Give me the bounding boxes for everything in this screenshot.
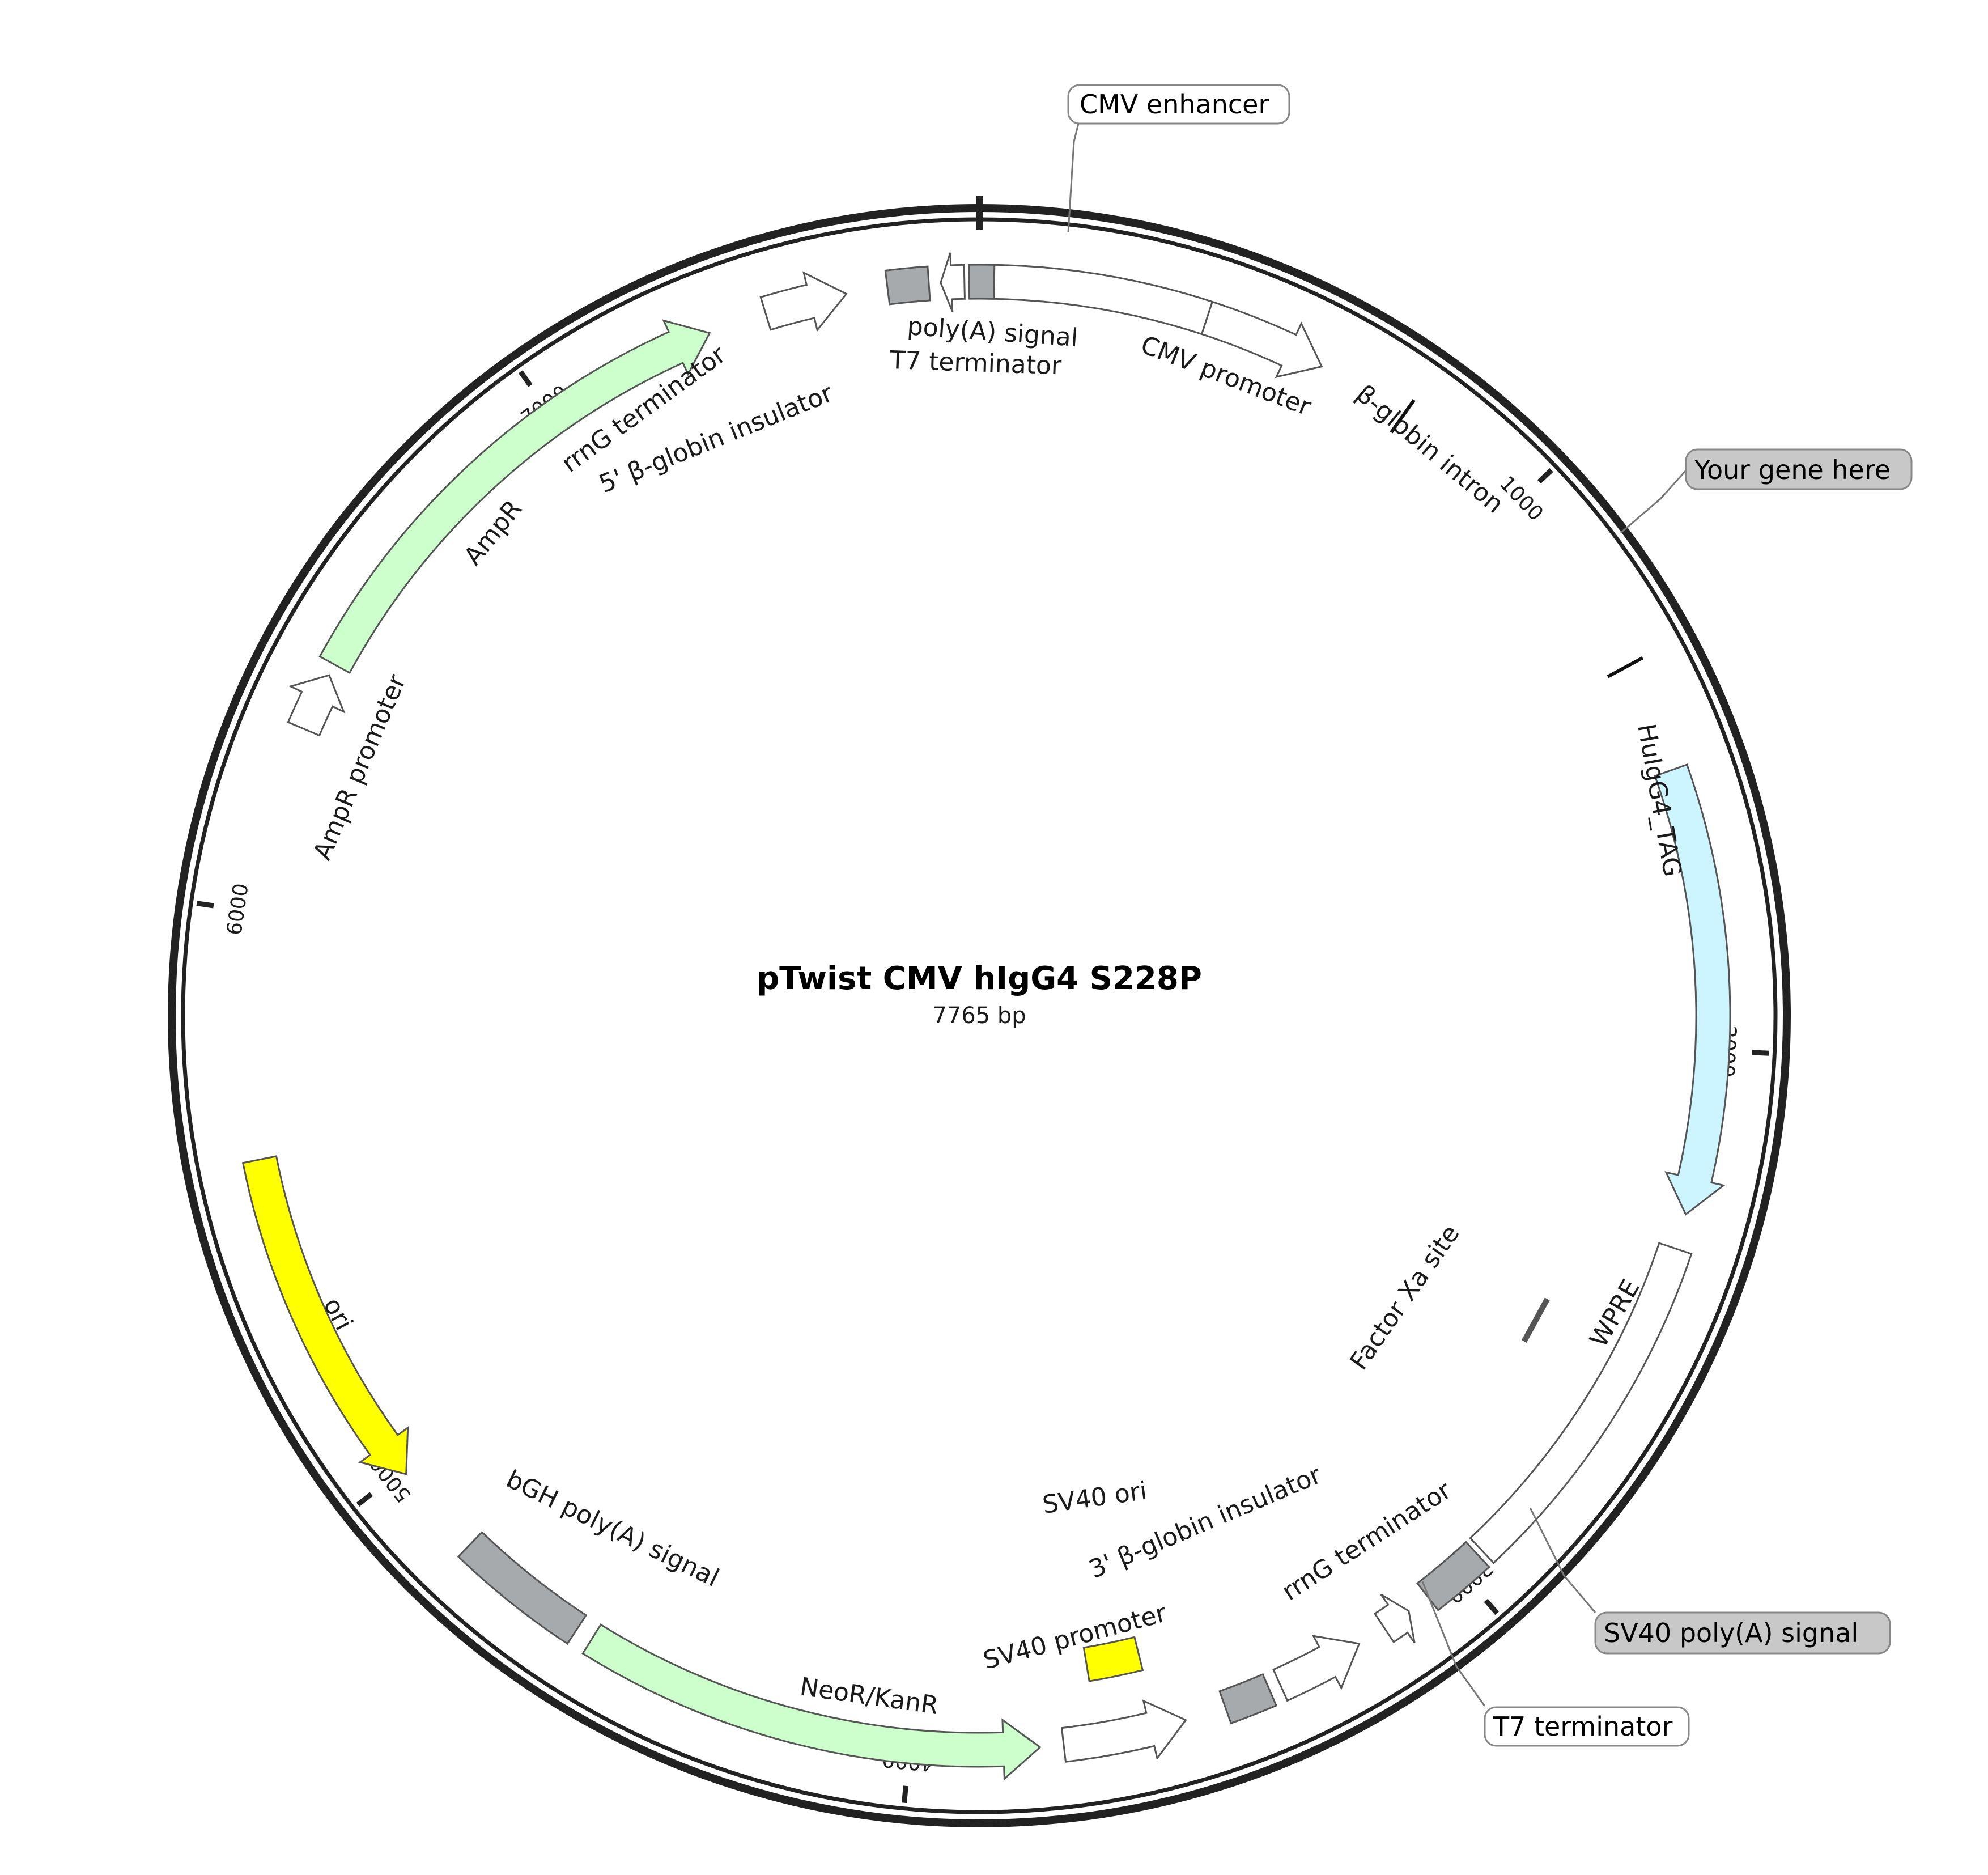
feature-huigg4-tag bbox=[1654, 763, 1731, 1216]
feature-rrng-term-2 bbox=[1272, 1635, 1361, 1702]
label-beta-globin-5: 5' β-globin insulator bbox=[595, 379, 837, 499]
callout-t7-terminator-2: T7 terminator bbox=[1421, 1581, 1690, 1747]
svg-text:Your gene here: Your gene here bbox=[1694, 455, 1891, 485]
feature-beta-globin-intron bbox=[1390, 398, 1416, 434]
feature-cmv-promoter bbox=[1200, 300, 1323, 379]
label-sv40-ori: SV40 ori bbox=[1040, 1477, 1149, 1520]
feature-ori bbox=[241, 1155, 409, 1475]
feature-t7-term-1 bbox=[940, 252, 966, 312]
tick-4000 bbox=[902, 1785, 908, 1804]
plasmid-title: pTwist CMV hIgG4 S228P bbox=[757, 960, 1202, 997]
svg-text:T7 terminator: T7 terminator bbox=[1493, 1711, 1673, 1742]
feature-sv40-promoter bbox=[1060, 1699, 1187, 1763]
feature-ampr-promoter bbox=[287, 674, 346, 737]
callout-sv40-polya: SV40 poly(A) signal bbox=[1529, 1507, 1891, 1655]
tick-1000 bbox=[1537, 468, 1553, 484]
feature-bgh-polya bbox=[457, 1530, 588, 1645]
label-poly-a-signal-1: poly(A) signal bbox=[906, 312, 1079, 353]
feature-wpre bbox=[1469, 1242, 1693, 1564]
plasmid-length: 7765 bp bbox=[932, 1003, 1026, 1029]
svg-text:SV40 poly(A) signal: SV40 poly(A) signal bbox=[1604, 1618, 1858, 1648]
callout-your-gene-here: Your gene here bbox=[1620, 448, 1913, 534]
feature-neor-kanr bbox=[581, 1623, 1042, 1781]
tick-3000 bbox=[1484, 1598, 1500, 1615]
feature-beta-globin-5 bbox=[884, 265, 931, 306]
label-t7-terminator-1: T7 terminator bbox=[889, 346, 1063, 381]
feature-rrng-term-1 bbox=[759, 271, 848, 332]
feature-polya-signal-1 bbox=[968, 264, 996, 300]
tick-5000 bbox=[356, 1492, 373, 1507]
feature-sv40-ori bbox=[1082, 1636, 1144, 1682]
label-factor-xa: Factor Xa site bbox=[1344, 1220, 1465, 1375]
feature-factor-xa bbox=[1521, 1297, 1550, 1343]
label-neor-kanr: NeoR/KanR bbox=[798, 1672, 940, 1720]
label-bgh-polya: bGH poly(A) signal bbox=[502, 1465, 724, 1593]
tick-6000 bbox=[196, 901, 214, 909]
feature-beta-globin-3 bbox=[1218, 1673, 1278, 1725]
feature-your-gene-here bbox=[1607, 656, 1644, 678]
callout-cmv-enhancer: CMV enhancer bbox=[1067, 84, 1290, 233]
features bbox=[241, 252, 1731, 1781]
svg-text:CMV enhancer: CMV enhancer bbox=[1080, 89, 1269, 120]
tick-label-6000: 6000 bbox=[223, 882, 253, 937]
label-beta-globin-3: 3' β-globin insulator bbox=[1085, 1460, 1326, 1584]
feature-sv40-polya-1 bbox=[1416, 1541, 1490, 1611]
feature-ampr bbox=[318, 319, 711, 675]
feature-t7-term-2 bbox=[1374, 1593, 1416, 1644]
tick-7000 bbox=[518, 370, 533, 387]
